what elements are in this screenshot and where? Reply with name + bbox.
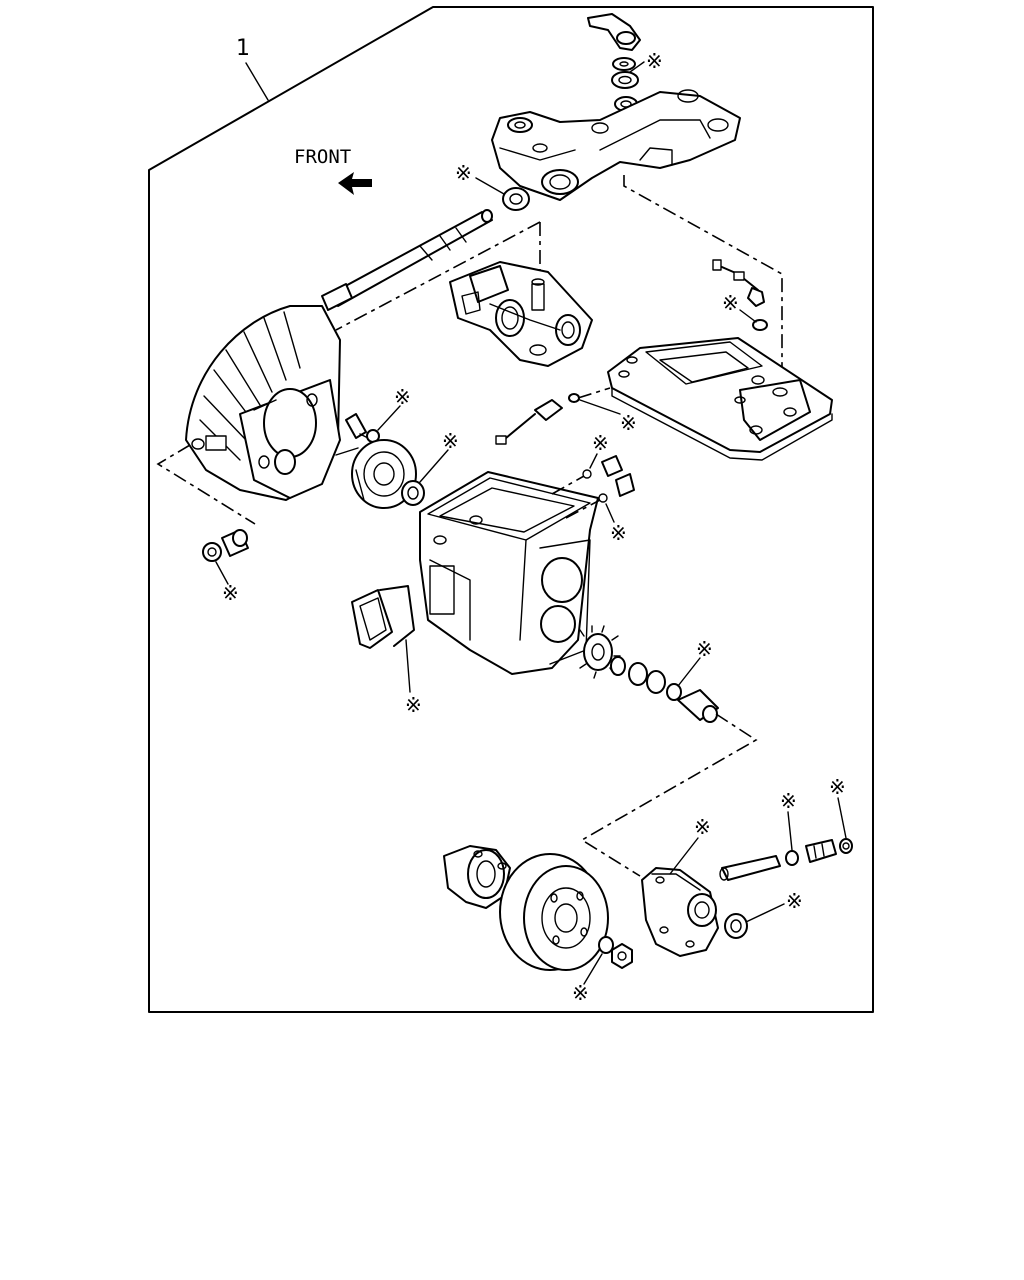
output-flange	[443, 845, 511, 909]
svg-text:※: ※	[222, 581, 239, 605]
retainer-oil-seal	[401, 480, 425, 506]
pilot-seal	[202, 542, 222, 562]
pilot-bushing	[221, 529, 249, 557]
speedometer-seal	[839, 838, 853, 854]
case-bolt-upper	[582, 455, 623, 479]
speedometer-shaft	[719, 855, 781, 881]
leader-housing-to-bushing	[156, 444, 256, 525]
shift-lever-washer	[612, 57, 636, 71]
asterisk-marker: ※	[589, 431, 609, 469]
asterisk-marker: ※	[722, 291, 757, 323]
speedometer-sleeve	[805, 839, 837, 863]
svg-text:※: ※	[722, 291, 739, 315]
asterisk-marker: ※	[579, 399, 637, 435]
drum-nut	[611, 943, 633, 969]
svg-text:※: ※	[610, 521, 627, 545]
parking-brake-drum	[499, 853, 609, 971]
case-bolt-lower	[598, 473, 635, 503]
svg-text:※: ※	[455, 161, 472, 185]
leader-bolt-upper	[551, 475, 585, 495]
callout-number-label: 1	[236, 36, 250, 61]
svg-text:※: ※	[696, 637, 713, 661]
asterisk-marker: ※	[829, 775, 847, 839]
shift-shaft	[321, 209, 493, 311]
counter-bearing	[610, 656, 666, 694]
svg-text:※: ※	[442, 429, 459, 453]
asterisk-marker: ※	[215, 561, 239, 605]
shift-rail-assembly	[449, 261, 593, 367]
svg-text:※: ※	[394, 385, 411, 409]
svg-text:※: ※	[694, 815, 711, 839]
rear-cover-oil-seal	[724, 913, 748, 939]
side-cover-gasket	[351, 585, 415, 649]
callout-leader	[245, 62, 269, 101]
shift-lever-bracket	[587, 13, 641, 51]
leader-switch-to-cover	[577, 387, 611, 399]
svg-text:※: ※	[572, 981, 589, 1005]
asterisk-marker: ※	[419, 429, 459, 483]
transmission-case	[419, 471, 599, 675]
kit-boundary	[148, 6, 874, 1013]
bearing-retainer	[335, 439, 417, 509]
speedometer-oring	[785, 850, 799, 866]
svg-text:※: ※	[405, 693, 422, 717]
switch-washer	[752, 319, 768, 331]
asterisk-marker: ※	[455, 161, 505, 195]
front-arrow-icon	[338, 172, 372, 195]
counter-shaft-sleeve	[677, 689, 719, 723]
asterisk-marker: ※	[629, 49, 663, 73]
leader-tower-to-shaft	[335, 221, 541, 331]
drum-washer	[598, 936, 614, 954]
neutral-switch-harness	[712, 259, 765, 307]
asterisk-marker: ※	[669, 815, 711, 875]
asterisk-marker: ※	[677, 637, 713, 687]
svg-text:※: ※	[829, 775, 846, 799]
leader-sleeve-to-rear	[580, 713, 758, 877]
counter-shaft-oring	[666, 683, 682, 701]
shift-lever-seal	[611, 71, 639, 89]
asterisk-marker: ※	[377, 385, 411, 431]
control-tower-housing	[491, 89, 741, 201]
asterisk-marker: ※	[780, 789, 797, 851]
svg-text:※: ※	[646, 49, 663, 73]
asterisk-marker: ※	[405, 639, 422, 717]
asterisk-marker: ※	[572, 953, 603, 1005]
reverse-lamp-switch	[495, 393, 580, 445]
clutch-housing	[185, 305, 341, 501]
asterisk-marker: ※	[605, 503, 627, 545]
svg-text:※: ※	[780, 789, 797, 813]
svg-text:※: ※	[786, 889, 803, 913]
asterisk-marker: ※	[745, 889, 803, 923]
leader-bolt-lower	[565, 499, 601, 519]
rear-cover	[641, 867, 719, 957]
svg-text:※: ※	[620, 411, 637, 435]
front-label: FRONT	[294, 146, 351, 168]
tower-oil-seal	[502, 187, 530, 211]
svg-text:※: ※	[592, 431, 609, 455]
top-cover-plate	[607, 337, 833, 461]
leader-tower-to-cover	[623, 175, 783, 380]
